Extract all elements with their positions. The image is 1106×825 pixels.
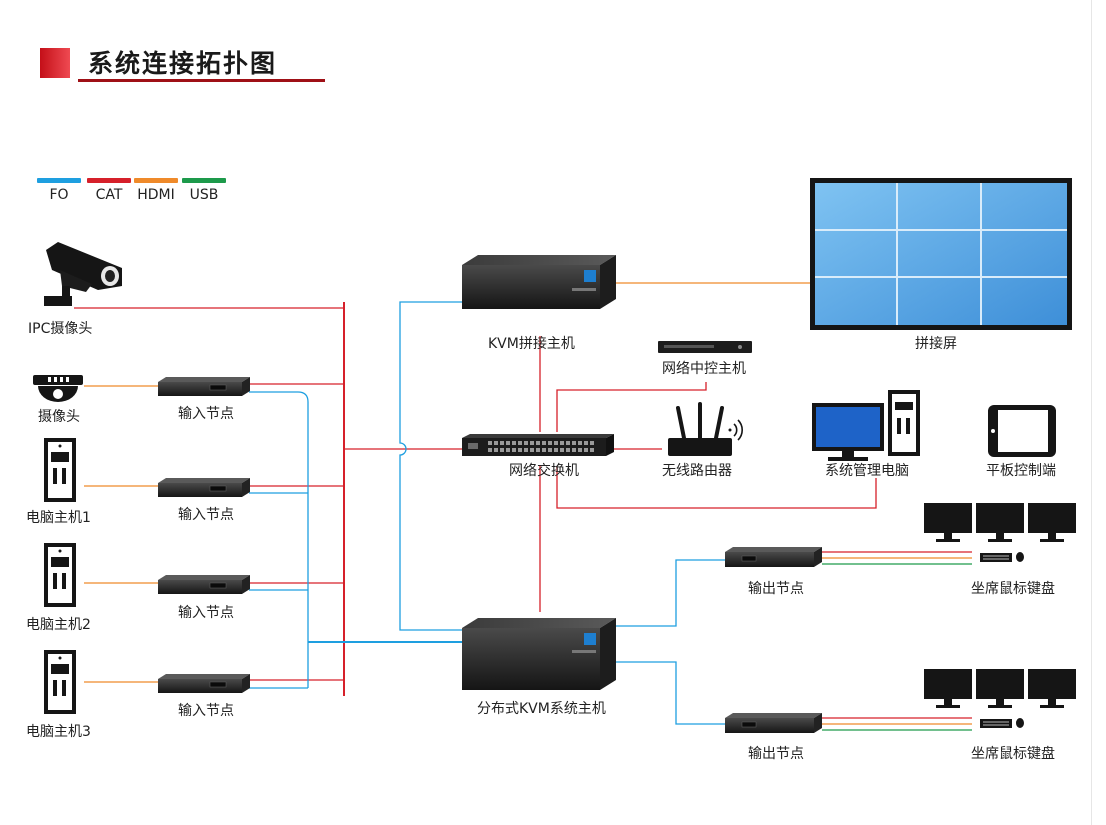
seat-1-monitors-icon bbox=[924, 503, 1076, 562]
label-ipc-camera: IPC摄像头 bbox=[28, 321, 93, 337]
management-pc-icon bbox=[812, 390, 920, 461]
label-network-switch: 网络交换机 bbox=[509, 463, 579, 479]
label-distributed-kvm-host: 分布式KVM系统主机 bbox=[477, 701, 606, 717]
label-output-node-1: 输出节点 bbox=[748, 581, 804, 597]
page-edge-rule bbox=[1091, 0, 1092, 825]
label-pc3: 电脑主机3 bbox=[26, 724, 91, 740]
label-output-node-2: 输出节点 bbox=[748, 746, 804, 762]
label-input-node-4: 输入节点 bbox=[178, 703, 234, 719]
input-node-2-icon bbox=[158, 478, 250, 497]
legend-cat-swatch bbox=[87, 178, 131, 183]
legend-cat-label: CAT bbox=[95, 187, 123, 203]
title-underline bbox=[78, 79, 325, 82]
input-node-4-icon bbox=[158, 674, 250, 693]
fo-trunk bbox=[249, 391, 309, 688]
legend-usb: USB bbox=[182, 178, 226, 203]
pc2-icon bbox=[44, 543, 76, 607]
label-central-control: 网络中控主机 bbox=[662, 361, 746, 377]
tablet-icon bbox=[988, 405, 1056, 457]
label-seat-2: 坐席鼠标键盘 bbox=[971, 746, 1055, 762]
label-seat-1: 坐席鼠标键盘 bbox=[971, 581, 1055, 597]
pc3-icon bbox=[44, 650, 76, 714]
switch-control-cat bbox=[556, 382, 707, 432]
legend-fo: FO bbox=[37, 178, 81, 203]
label-input-node-1: 输入节点 bbox=[178, 406, 234, 422]
seat-2-monitors-icon bbox=[924, 669, 1076, 728]
ipc-camera-icon bbox=[44, 242, 122, 306]
connection-lines bbox=[74, 282, 972, 731]
page-title: 系统连接拓扑图 bbox=[88, 49, 278, 78]
central-control-icon bbox=[658, 341, 752, 353]
network-switch-icon bbox=[462, 434, 614, 456]
legend-cat: CAT bbox=[87, 178, 131, 203]
label-pc1: 电脑主机1 bbox=[26, 510, 91, 526]
kvm-splice-host-icon bbox=[462, 255, 616, 309]
legend-hdmi: HDMI bbox=[134, 178, 178, 203]
label-splice-screen: 拼接屏 bbox=[915, 336, 957, 352]
legend-fo-swatch bbox=[37, 178, 81, 183]
label-input-node-2: 输入节点 bbox=[178, 507, 234, 523]
label-camera: 摄像头 bbox=[38, 409, 80, 425]
splice-screen-icon bbox=[810, 178, 1072, 330]
output-node-2-icon bbox=[725, 713, 822, 733]
kvm-to-dist-fo bbox=[399, 301, 462, 631]
wireless-router-icon bbox=[668, 402, 743, 456]
distributed-kvm-host-icon bbox=[462, 618, 616, 690]
label-input-node-3: 输入节点 bbox=[178, 605, 234, 621]
legend-hdmi-swatch bbox=[134, 178, 178, 183]
label-wireless-router: 无线路由器 bbox=[662, 463, 732, 479]
label-tablet: 平板控制端 bbox=[986, 463, 1056, 479]
dome-camera-icon bbox=[33, 375, 83, 402]
pc1-icon bbox=[44, 438, 76, 502]
switch-mgmt-cat bbox=[556, 466, 877, 509]
output-node-1-icon bbox=[725, 547, 822, 567]
label-kvm-splice-host: KVM拼接主机 bbox=[488, 336, 575, 352]
input-node-3-icon bbox=[158, 575, 250, 594]
legend-hdmi-label: HDMI bbox=[137, 187, 175, 203]
title-block: 系统连接拓扑图 bbox=[40, 44, 325, 84]
input-node-1-icon bbox=[158, 377, 250, 396]
legend-fo-label: FO bbox=[49, 187, 69, 203]
label-pc2: 电脑主机2 bbox=[26, 617, 91, 633]
title-marker bbox=[40, 48, 70, 78]
legend-usb-swatch bbox=[182, 178, 226, 183]
legend-usb-label: USB bbox=[189, 187, 219, 203]
label-management-pc: 系统管理电脑 bbox=[825, 463, 909, 479]
